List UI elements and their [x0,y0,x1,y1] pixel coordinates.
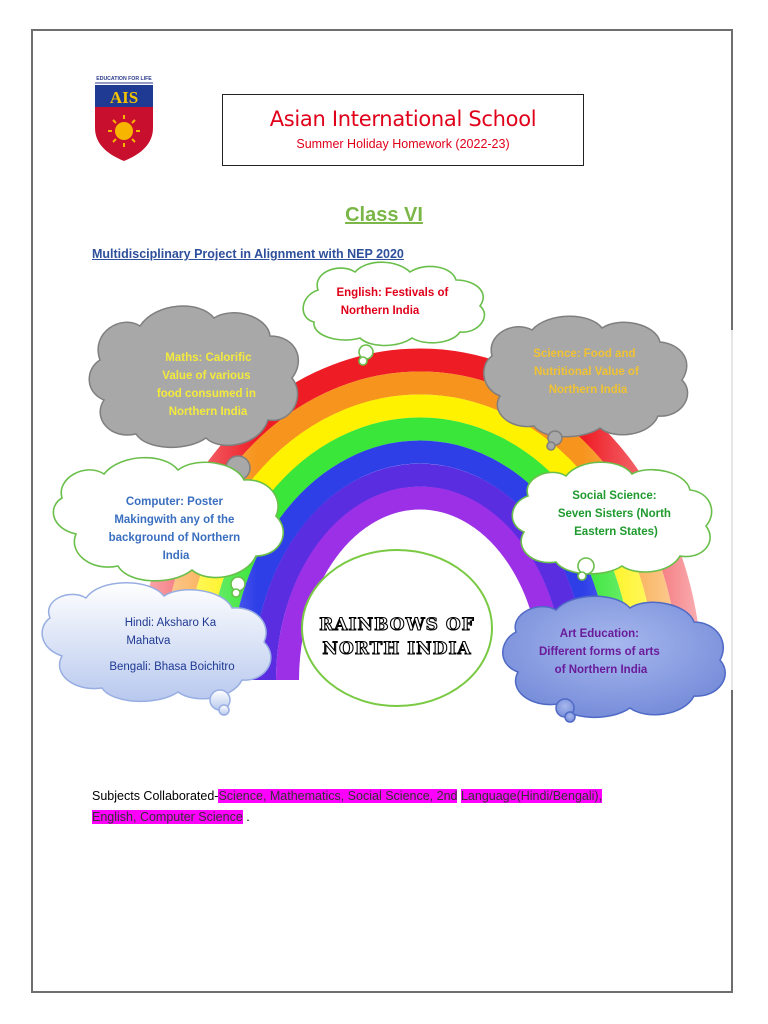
class-title: Class VI [345,204,423,226]
english-bubble-text: English: Festivals of Northern India [336,287,451,317]
collab-subjects-2: English, Computer Science [92,810,243,824]
center-circle [301,549,493,707]
maths-bubble-text: Maths: Calorific Value of various food c… [157,352,259,418]
homework-subtitle: Summer Holiday Homework (2022-23) [296,137,510,151]
art-cloud [502,595,726,723]
collab-subjects-1a: Science, Mathematics, Social Science, 2n… [218,789,458,803]
center-title-line2: NORTH INDIA [322,638,472,659]
collab-subjects-1b: Language(Hindi/Bengali), [460,789,603,803]
title-box: Asian International School Summer Holida… [222,94,584,166]
center-title: RAINBOWS OF NORTH INDIA [297,613,497,661]
logo-letters: AIS [110,88,138,107]
computer-cloud [52,456,285,598]
center-title-line1: RAINBOWS OF [319,614,475,635]
computer-bubble-text: Computer: Poster Makingwith any of the b… [109,496,244,562]
social-science-cloud [511,461,713,581]
collab-end: . [246,810,250,824]
social-science-bubble-text: Social Science: Seven Sisters (North Eas… [558,490,674,538]
school-name: Asian International School [269,107,537,131]
hindi-bengali-cloud [41,582,272,716]
project-title: Multidisciplinary Project in Alignment w… [92,247,404,261]
hindi-bengali-bubble-text: Hindi: Aksharo Ka Mahatva Bengali: Bhasa… [109,617,234,673]
school-logo: EDUCATION FOR LIFE AIS [95,76,153,161]
english-cloud [302,261,486,366]
collab-label: Subjects Collaborated- [92,789,219,803]
science-bubble-text: Science: Food and Nutritional Value of N… [533,348,642,396]
logo-tagline: EDUCATION FOR LIFE [96,76,152,82]
art-bubble-text: Art Education: Different forms of arts o… [539,628,663,676]
subjects-collaborated: Subjects Collaborated-Science, Mathemati… [92,786,692,828]
science-cloud [483,315,689,451]
